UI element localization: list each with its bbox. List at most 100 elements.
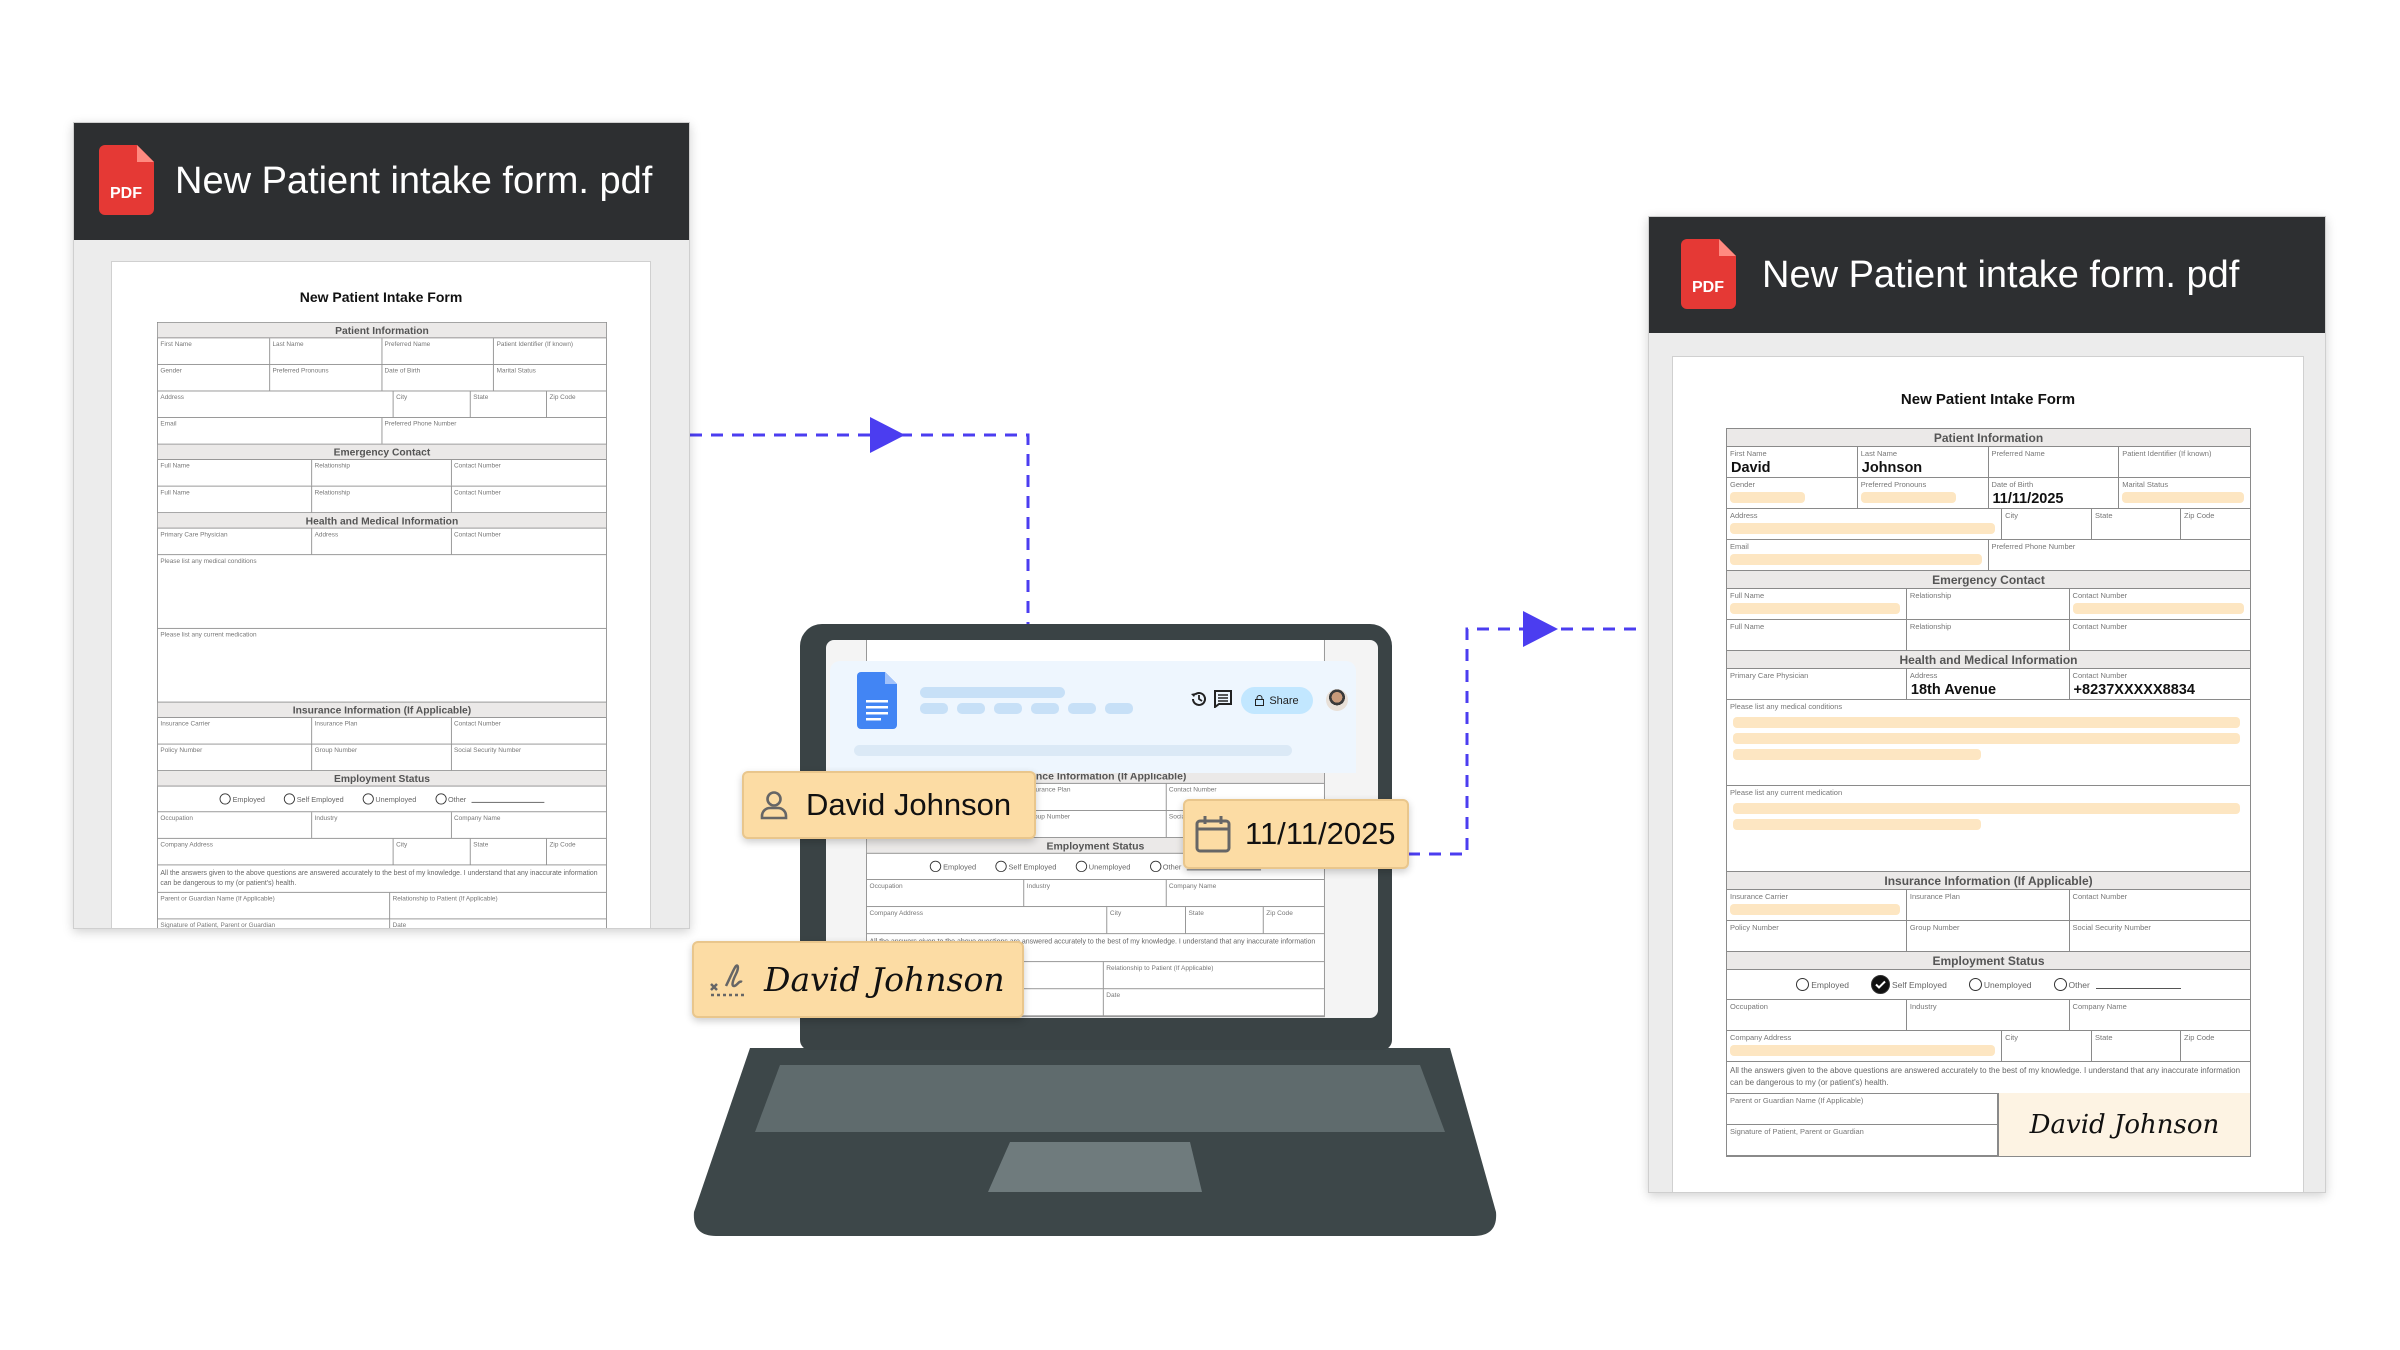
radio-checked-icon[interactable] [1871, 975, 1890, 994]
form-field[interactable]: Address [312, 528, 452, 555]
radio-self-employed[interactable]: Self Employed [283, 793, 344, 805]
form-field[interactable]: Company Name [451, 812, 606, 838]
form-field[interactable]: City [2002, 1031, 2093, 1061]
form-field[interactable]: Social Security Number [2070, 921, 2250, 951]
form-field[interactable]: Occupation [867, 879, 1025, 907]
form-field[interactable]: Industry [312, 812, 452, 838]
form-field[interactable]: Gender [1727, 478, 1858, 508]
form-field[interactable]: Address [158, 391, 394, 418]
form-field[interactable]: Contact Number [451, 460, 606, 486]
form-field[interactable]: Contact Number [1166, 784, 1324, 810]
user-avatar[interactable] [1326, 689, 1348, 711]
form-field[interactable]: Marital Status [494, 365, 606, 391]
signature-field[interactable]: David Johnson [1997, 1093, 2250, 1156]
form-field[interactable]: Preferred Phone Number [1989, 540, 2251, 570]
radio-unemployed[interactable]: Unemployed [362, 793, 416, 805]
form-field[interactable]: Industry [1024, 879, 1167, 907]
form-field[interactable]: Industry [1907, 1000, 2070, 1030]
form-field[interactable]: Relationship [312, 459, 452, 486]
form-field[interactable]: Relationship [312, 486, 452, 513]
radio-employed[interactable]: Employed [929, 860, 976, 873]
signature-field-chip[interactable]: David Johnson [692, 941, 1024, 1018]
other-blank-line[interactable] [1186, 863, 1261, 870]
form-field[interactable]: Contact Number [2070, 890, 2250, 920]
form-field[interactable]: Contact Number [451, 718, 606, 744]
form-field[interactable]: Insurance Carrier [158, 717, 313, 744]
form-field[interactable]: Contact Number [2070, 620, 2250, 650]
name-field-chip[interactable]: David Johnson [742, 771, 1036, 839]
form-field[interactable]: Preferred Name [382, 338, 495, 364]
form-field[interactable]: State [2092, 1031, 2181, 1061]
radio-circle-icon[interactable] [435, 793, 447, 805]
form-field[interactable]: Date [390, 919, 606, 928]
form-field[interactable]: Insurance Carrier [1727, 890, 1907, 920]
history-icon[interactable] [1190, 690, 1208, 708]
form-field[interactable]: Group Number [1024, 810, 1167, 838]
form-field[interactable]: Relationship to Patient (If Applicable) [1104, 962, 1324, 988]
form-field[interactable]: Contact Number [2070, 589, 2250, 619]
form-field[interactable]: Policy Number [1727, 921, 1907, 951]
form-field[interactable]: Date of Birth [382, 364, 495, 391]
form-field[interactable]: Contact Number [451, 529, 606, 555]
form-field[interactable]: Full Name [158, 459, 313, 486]
form-field[interactable]: Insurance Plan [312, 717, 452, 744]
form-field[interactable]: Gender [158, 364, 270, 391]
form-field[interactable]: State [471, 391, 547, 418]
form-field[interactable]: City [394, 838, 471, 865]
form-field[interactable]: Preferred Phone Number [382, 418, 606, 444]
form-field[interactable]: Primary Care Physician [158, 528, 313, 555]
form-field[interactable]: State [471, 838, 547, 865]
form-field[interactable]: Relationship to Patient (If Applicable) [390, 893, 606, 919]
form-field[interactable]: State [1186, 907, 1264, 934]
form-field[interactable]: City [394, 391, 471, 418]
form-field[interactable]: Zip Code [1264, 907, 1324, 933]
form-textarea[interactable]: Please list any medical conditions [157, 555, 607, 629]
form-field[interactable]: Social Security Number [451, 745, 606, 771]
radio-circle-icon[interactable] [1796, 978, 1810, 991]
form-field[interactable]: Patient Identifier (If known) [2119, 447, 2250, 477]
form-field[interactable]: Marital Status [2119, 478, 2250, 508]
form-textarea[interactable]: Please list any current medication [157, 629, 607, 703]
radio-unemployed[interactable]: Unemployed [1968, 978, 2032, 991]
radio-circle-icon[interactable] [1149, 860, 1162, 873]
form-field[interactable]: Occupation [158, 812, 313, 838]
radio-circle-icon[interactable] [283, 793, 295, 805]
form-field[interactable]: Please list any medical conditions [158, 555, 606, 628]
radio-employed[interactable]: Employed [1796, 978, 1849, 991]
other-blank-line[interactable] [471, 795, 545, 803]
form-field[interactable]: Occupation [1727, 1000, 1907, 1030]
form-field[interactable]: Relationship [1907, 589, 2070, 619]
form-field[interactable]: Signature of Patient, Parent or Guardian [1727, 1125, 1998, 1155]
form-field[interactable]: Relationship [1907, 620, 2070, 650]
form-field[interactable]: Contact Number+8237XXXXX8834 [2070, 669, 2250, 699]
form-field[interactable]: Group Number [1907, 921, 2070, 951]
radio-circle-icon[interactable] [1968, 978, 1982, 991]
form-field[interactable]: Company Address [158, 838, 394, 865]
radio-circle-icon[interactable] [995, 860, 1007, 873]
radio-circle-icon[interactable] [1075, 860, 1087, 873]
form-field[interactable]: Email [1727, 540, 1989, 570]
form-field[interactable]: Full Name [1727, 589, 1907, 619]
form-field[interactable]: Company Address [1727, 1031, 2003, 1061]
form-textarea[interactable]: Please list any medical conditions [1727, 700, 2250, 786]
other-blank-line[interactable] [2095, 981, 2181, 989]
radio-unemployed[interactable]: Unemployed [1075, 860, 1130, 873]
form-field[interactable]: Full Name [158, 486, 313, 513]
form-field[interactable]: Email [158, 417, 382, 444]
radio-self-employed[interactable]: Self Employed [995, 860, 1056, 873]
radio-circle-icon[interactable] [219, 793, 231, 805]
form-field[interactable]: Patient Identifier (If known) [494, 338, 606, 364]
date-field-chip[interactable]: 11/11/2025 [1183, 799, 1409, 869]
form-field[interactable]: Last Name [270, 338, 382, 364]
form-field[interactable]: Insurance Plan [1024, 783, 1167, 811]
form-field[interactable]: State [2092, 509, 2181, 539]
radio-self-employed[interactable]: Self Employed [1871, 975, 1947, 994]
form-field[interactable]: Please list any medical conditions [1727, 700, 2250, 785]
form-field[interactable]: Date [1104, 989, 1324, 1015]
form-field[interactable]: Signature of Patient, Parent or Guardian [158, 919, 391, 928]
form-field[interactable]: Company Name [2070, 1000, 2250, 1030]
form-field[interactable]: Zip Code [2181, 509, 2250, 539]
